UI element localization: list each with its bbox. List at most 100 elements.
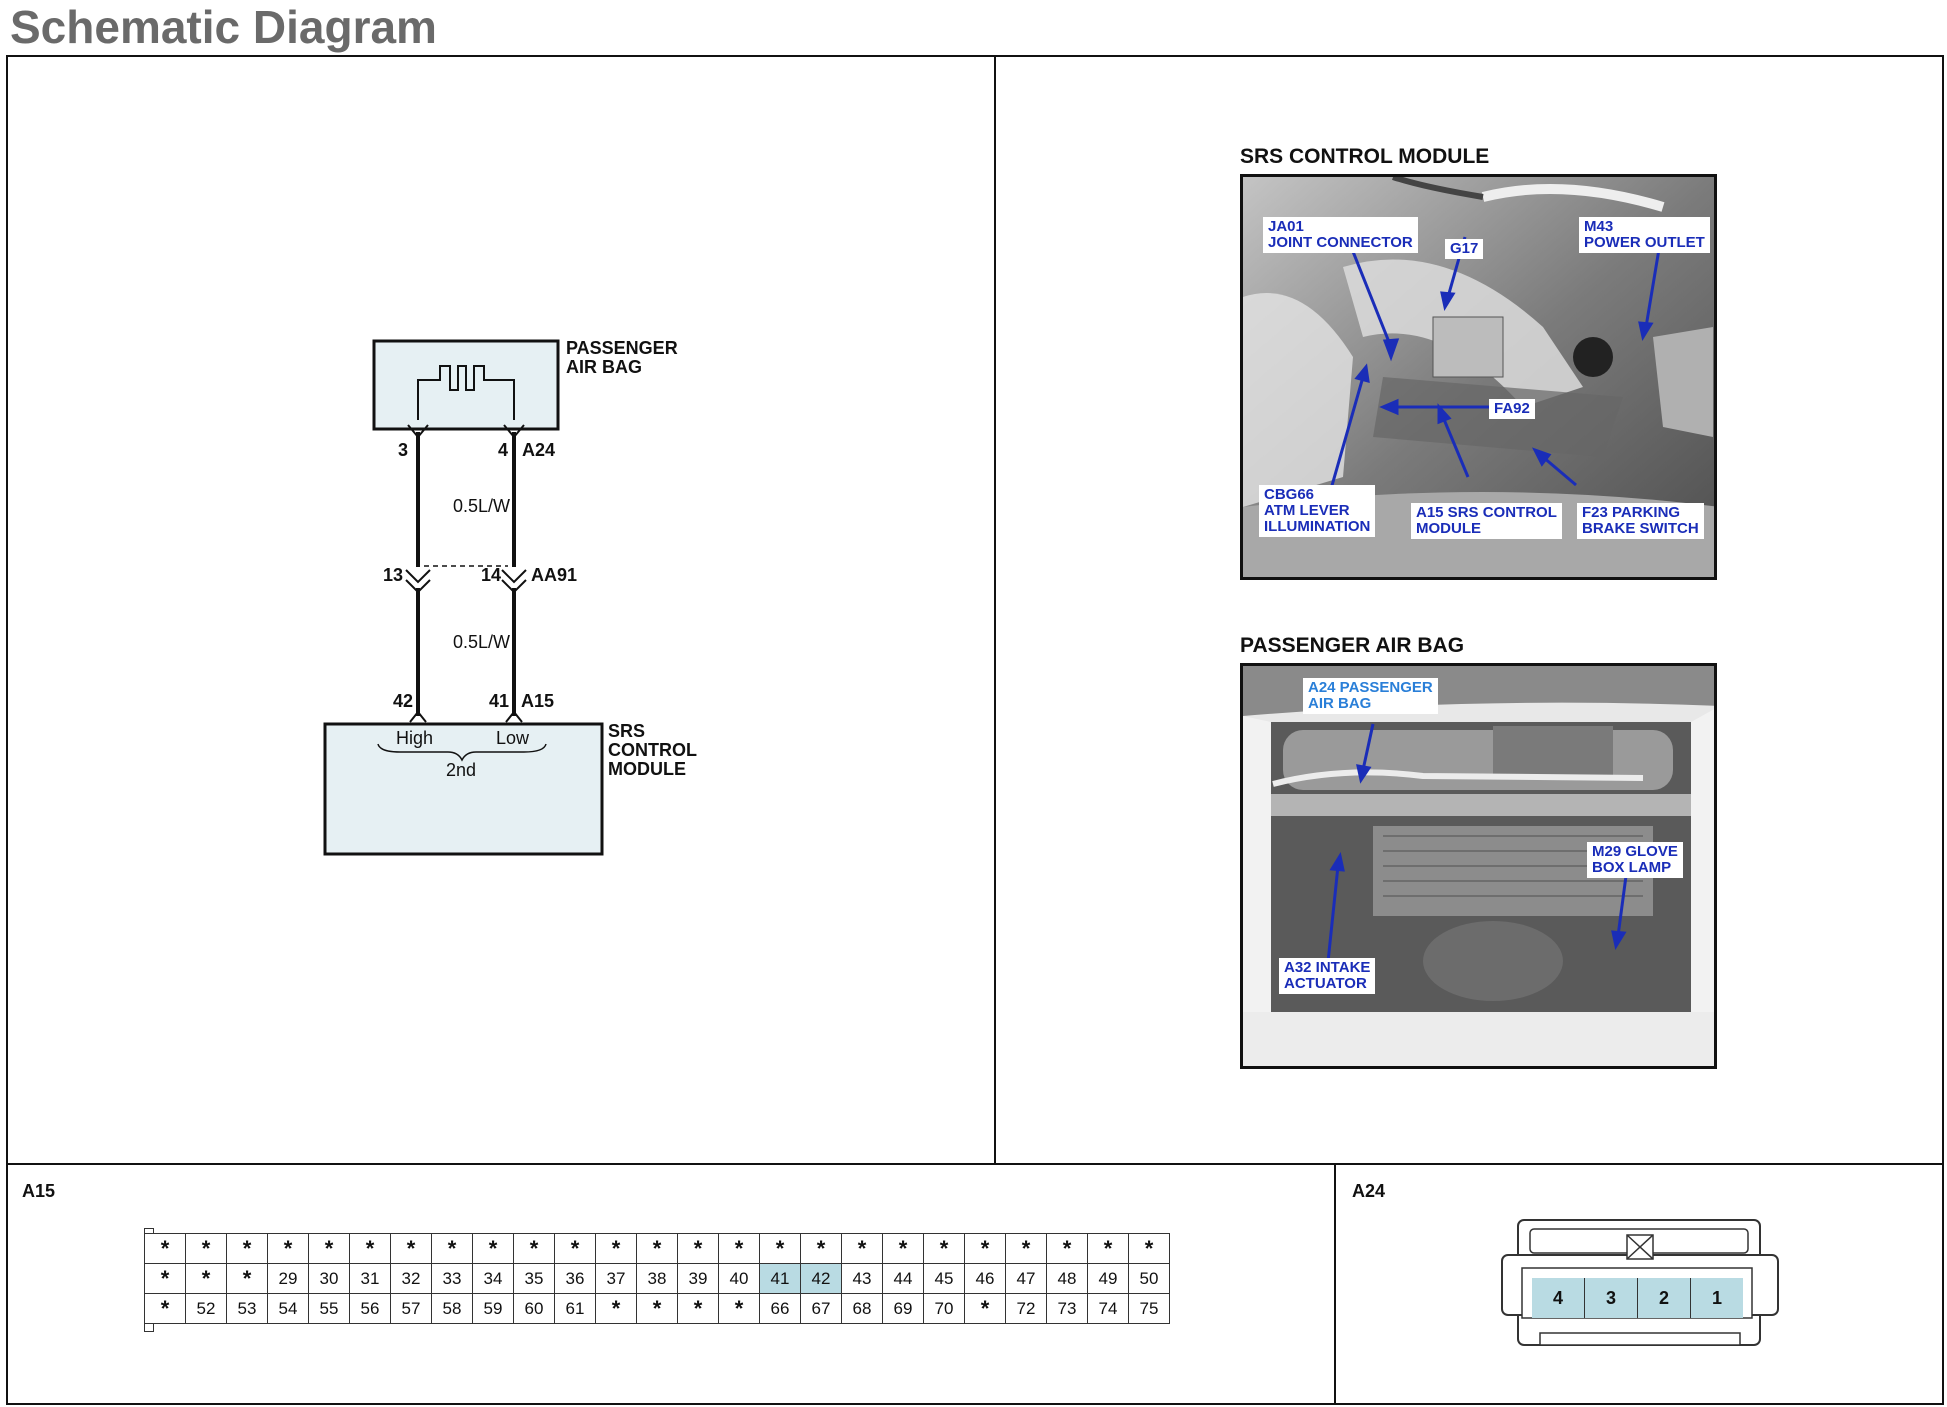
a15-pin-unused: * (923, 1233, 965, 1264)
a15-pin-unused: * (554, 1233, 596, 1264)
a24-pin-4: 4 (1532, 1278, 1585, 1318)
a15-pin-unused: * (718, 1293, 760, 1324)
connector-a24-label: A24 (522, 440, 556, 460)
a15-pin-52: 52 (185, 1293, 227, 1324)
callout-a24: A24 PASSENGER AIR BAG (1303, 678, 1438, 714)
a15-pin-unused: * (431, 1233, 473, 1264)
a15-pin-unused: * (308, 1233, 350, 1264)
squib-symbol (417, 365, 515, 420)
callout-m43: M43 POWER OUTLET (1579, 217, 1710, 253)
wire-spec-upper: 0.5L/W (453, 496, 511, 516)
a15-pin-38: 38 (636, 1263, 678, 1294)
callout-f23: F23 PARKING BRAKE SWITCH (1577, 503, 1704, 539)
a15-pin-unused: * (759, 1233, 801, 1264)
a15-pin-70: 70 (923, 1293, 965, 1324)
a15-pin-48: 48 (1046, 1263, 1088, 1294)
a15-pin-unused: * (1128, 1233, 1170, 1264)
a15-pin-35: 35 (513, 1263, 555, 1294)
a15-pin-61: 61 (554, 1293, 596, 1324)
a15-pin-56: 56 (349, 1293, 391, 1324)
a15-pin-43: 43 (841, 1263, 883, 1294)
pin-13-label: 13 (383, 565, 404, 585)
module-low-label: Low (496, 728, 530, 748)
a15-pin-46: 46 (964, 1263, 1006, 1294)
a15-pin-unused: * (882, 1233, 924, 1264)
connector-a15-label: A15 (521, 691, 555, 711)
pin-42-label: 42 (393, 691, 414, 711)
a15-pin-60: 60 (513, 1293, 555, 1324)
a15-title: A15 (22, 1181, 56, 1201)
a24-pin-2: 2 (1638, 1278, 1691, 1318)
wiring-schematic (323, 339, 604, 856)
a15-pin-unused: * (349, 1233, 391, 1264)
a15-pin-unused: * (1005, 1233, 1047, 1264)
a15-pin-32: 32 (390, 1263, 432, 1294)
a15-pin-unused: * (800, 1233, 842, 1264)
photo-passenger-air-bag: A24 PASSENGER AIR BAG M29 GLOVE BOX LAMP… (1240, 663, 1717, 1069)
a24-pin-1: 1 (1691, 1278, 1743, 1318)
a15-pin-44: 44 (882, 1263, 924, 1294)
a15-pin-39: 39 (677, 1263, 719, 1294)
a15-pin-58: 58 (431, 1293, 473, 1324)
a15-pin-unused: * (144, 1293, 186, 1324)
a24-pin-3: 3 (1585, 1278, 1638, 1318)
a15-pin-unused: * (595, 1233, 637, 1264)
a15-pin-36: 36 (554, 1263, 596, 1294)
a15-pin-34: 34 (472, 1263, 514, 1294)
pin-41-label: 41 (489, 691, 510, 711)
callout-m29: M29 GLOVE BOX LAMP (1587, 842, 1683, 878)
a15-pin-59: 59 (472, 1293, 514, 1324)
a15-pin-41: 41 (759, 1263, 801, 1294)
a15-pin-31: 31 (349, 1263, 391, 1294)
a15-pin-unused: * (185, 1263, 227, 1294)
a15-pin-57: 57 (390, 1293, 432, 1324)
a15-pin-unused: * (841, 1233, 883, 1264)
pin-3-label: 3 (398, 440, 409, 460)
a15-pin-40: 40 (718, 1263, 760, 1294)
srs-control-module-label: SRS CONTROL MODULE (608, 721, 697, 779)
a15-pin-33: 33 (431, 1263, 473, 1294)
a15-pin-72: 72 (1005, 1293, 1047, 1324)
connector-aa91-label: AA91 (531, 565, 578, 585)
a15-pin-30: 30 (308, 1263, 350, 1294)
a15-pin-49: 49 (1087, 1263, 1129, 1294)
a15-pin-unused: * (718, 1233, 760, 1264)
a15-pin-unused: * (185, 1233, 227, 1264)
a15-pin-unused: * (144, 1263, 186, 1294)
callout-a15: A15 SRS CONTROL MODULE (1411, 503, 1562, 539)
photo-airbag-title: PASSENGER AIR BAG (1240, 634, 1465, 657)
a15-pin-47: 47 (1005, 1263, 1047, 1294)
a15-pin-unused: * (390, 1233, 432, 1264)
a15-pin-54: 54 (267, 1293, 309, 1324)
a15-pin-unused: * (144, 1233, 186, 1264)
photo-srs-title: SRS CONTROL MODULE (1240, 145, 1490, 168)
a15-pin-unused: * (595, 1293, 637, 1324)
pin-14-label: 14 (481, 565, 502, 585)
callout-fa92: FA92 (1489, 399, 1535, 419)
a15-pin-37: 37 (595, 1263, 637, 1294)
channel-brace (377, 743, 547, 762)
a15-pin-29: 29 (267, 1263, 309, 1294)
photo-srs-control-module: JA01 JOINT CONNECTOR G17 M43 POWER OUTLE… (1240, 174, 1717, 580)
a15-pin-69: 69 (882, 1293, 924, 1324)
a15-pin-unused: * (226, 1233, 268, 1264)
module-channel-label: 2nd (446, 760, 477, 780)
a15-pin-74: 74 (1087, 1293, 1129, 1324)
a15-pin-45: 45 (923, 1263, 965, 1294)
a15-pin-unused: * (513, 1233, 555, 1264)
a15-pin-row: ************************* (144, 1233, 1170, 1264)
a15-pin-unused: * (472, 1233, 514, 1264)
a15-pin-unused: * (964, 1293, 1006, 1324)
wire-spec-lower: 0.5L/W (453, 632, 511, 652)
page-title: Schematic Diagram (10, 1, 437, 53)
a15-pin-55: 55 (308, 1293, 350, 1324)
a15-pin-53: 53 (226, 1293, 268, 1324)
callout-g17: G17 (1445, 239, 1484, 259)
a15-pin-unused: * (677, 1233, 719, 1264)
a15-pin-66: 66 (759, 1293, 801, 1324)
callout-ja01: JA01 JOINT CONNECTOR (1263, 217, 1418, 253)
a24-title: A24 (1352, 1181, 1386, 1201)
schematic-panel (6, 55, 996, 1166)
